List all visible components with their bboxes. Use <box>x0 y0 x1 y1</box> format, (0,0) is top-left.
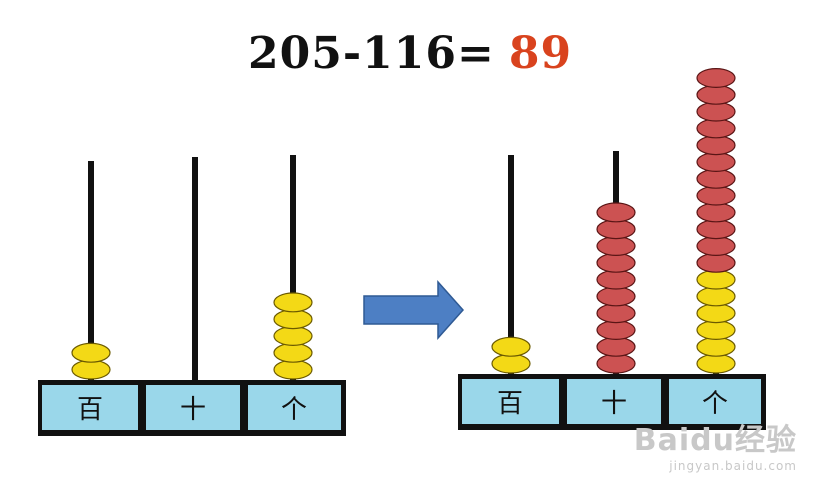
bead-yellow <box>696 286 736 307</box>
abacus-after-beads-ones <box>696 67 736 374</box>
abacus-before-beads-ones <box>273 292 313 380</box>
bead-yellow <box>491 336 531 357</box>
bead-yellow <box>491 353 531 374</box>
abacus-before-rod-hundreds <box>88 161 94 381</box>
bead-red <box>696 152 736 173</box>
equation: 205-116= 89 <box>248 28 572 79</box>
bead-red <box>696 168 736 189</box>
watermark-url: jingyan.baidu.com <box>669 459 797 473</box>
bead-red <box>696 252 736 273</box>
abacus-after-beads-hundreds <box>491 336 531 374</box>
abacus-before-label-hundreds: 百 <box>77 395 103 425</box>
bead-yellow <box>71 342 111 363</box>
bead-red <box>696 135 736 156</box>
bead-red <box>596 353 636 374</box>
equation-answer: 89 <box>508 28 573 79</box>
abacus-after-label-tens: 十 <box>601 389 627 419</box>
bead-yellow <box>273 342 313 363</box>
bead-yellow <box>273 326 313 347</box>
bead-yellow <box>71 359 111 380</box>
bead-red <box>696 202 736 223</box>
bead-red <box>696 185 736 206</box>
bead-yellow <box>696 353 736 374</box>
abacus-after-label-hundreds: 百 <box>497 389 523 419</box>
abacus-before-rod-ones <box>290 155 296 381</box>
bead-red <box>696 84 736 105</box>
bead-yellow <box>273 359 313 380</box>
abacus-after-cell-ones <box>669 379 761 424</box>
watermark-brand: Baidu经验 <box>633 423 797 458</box>
abacus-before-cell-ones <box>248 385 341 430</box>
bead-yellow <box>273 292 313 313</box>
watermark: Baidu经验 jingyan.baidu.com <box>634 415 797 473</box>
abacus-before-label-tens: 十 <box>180 395 206 425</box>
arrow-icon <box>363 280 465 340</box>
abacus-before-rod-tens <box>192 157 198 381</box>
bead-red <box>596 202 636 223</box>
bead-red <box>596 219 636 240</box>
abacus-after-cell-tens <box>567 379 661 424</box>
equation-expression: 205-116= <box>248 28 495 79</box>
bead-red <box>596 320 636 341</box>
bead-red <box>696 118 736 139</box>
bead-red <box>596 269 636 290</box>
bead-red <box>596 236 636 257</box>
bead-red <box>596 286 636 307</box>
abacus-before: 百 十 个 <box>38 155 346 436</box>
bead-red <box>596 336 636 357</box>
bead-yellow <box>696 320 736 341</box>
bead-red <box>696 101 736 122</box>
bead-red <box>596 303 636 324</box>
bead-yellow <box>273 309 313 330</box>
abacus-after-label-ones: 个 <box>702 389 728 419</box>
abacus-before-label-ones: 个 <box>281 395 307 425</box>
abacus-after: 百 十 个 <box>458 67 766 430</box>
bead-yellow <box>696 269 736 290</box>
bead-red <box>696 236 736 257</box>
bead-red <box>696 219 736 240</box>
bead-yellow <box>696 303 736 324</box>
abacus-before-cell-tens <box>146 385 240 430</box>
bead-red <box>696 67 736 88</box>
abacus-after-cell-hundreds <box>462 379 559 424</box>
bead-yellow <box>696 336 736 357</box>
abacus-before-beads-hundreds <box>71 342 111 380</box>
abacus-after-rod-hundreds <box>508 155 514 375</box>
abacus-after-beads-tens <box>596 202 636 374</box>
abacus-before-cell-hundreds <box>42 385 138 430</box>
bead-red <box>596 252 636 273</box>
